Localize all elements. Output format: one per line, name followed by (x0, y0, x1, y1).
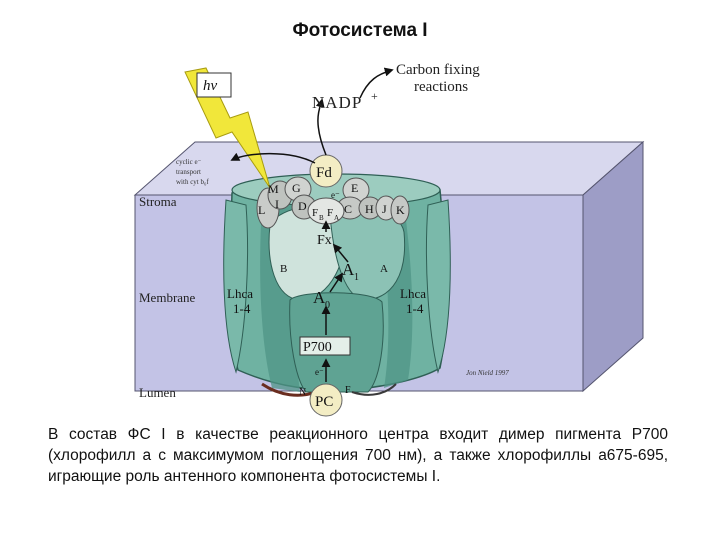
subunit-d-label: D (298, 199, 307, 213)
cyclic-label-1: cyclic e⁻ (176, 158, 202, 166)
light-label-box (196, 72, 232, 98)
plastocyanin-circle (309, 383, 343, 417)
subunit-n-label: N (299, 387, 306, 398)
nadp-superscript: + (371, 89, 378, 103)
lhca-right-label-1: Lhca (400, 286, 426, 301)
subunit-e-label: E (351, 181, 358, 195)
subunit-k-label: K (396, 203, 405, 217)
membrane-label: Membrane (139, 290, 196, 305)
electron-label-bottom: e⁻ (315, 367, 324, 377)
p700-box (299, 336, 351, 356)
carbon-fixing-label-1: Carbon fixing (396, 62, 480, 78)
page-title: Фотосистема I (292, 20, 428, 41)
photosystem-diagram: hν Carbon fixing reactions NADP + cyclic… (133, 62, 645, 417)
a1-label: A (342, 260, 355, 279)
fb-label: F (312, 207, 318, 219)
electron-label-top: e⁻ (331, 190, 340, 200)
fx-label: Fx (317, 233, 332, 248)
ps1-complex (223, 173, 451, 397)
credit-label: Jon Nield 1997 (466, 369, 509, 377)
subunit-b-label: B (280, 263, 287, 275)
light-label: hν (203, 78, 218, 94)
stroma-label: Stroma (139, 194, 177, 209)
subunit-h-label: H (365, 202, 374, 216)
fb-subscript: B (319, 214, 324, 222)
subunit-f-label: F (345, 385, 351, 396)
a0-label: A (313, 288, 326, 307)
lhca-right-label-2: 1-4 (406, 301, 424, 316)
electron-flow-arrows (230, 67, 394, 382)
fa-subscript: A (334, 214, 339, 222)
cyclic-label-3: with cyt b₆f (176, 178, 209, 186)
carbon-fixing-label-2: reactions (414, 79, 468, 95)
lhca-left-label-2: 1-4 (233, 301, 251, 316)
lumen-label: Lumen (139, 385, 176, 400)
subunit-l-label: L (258, 203, 265, 217)
subunit-g-label: G (292, 181, 301, 195)
fd-label: Fd (316, 165, 332, 181)
subunit-c-label: C (344, 202, 352, 216)
cyclic-label-2: transport (176, 168, 201, 176)
p700-label: P700 (303, 340, 332, 355)
caption-text: В состав ФС I в качестве реакционного це… (48, 426, 668, 485)
subunit-a-label: A (380, 263, 388, 275)
nadp-label: NADP (312, 93, 362, 112)
subunit-i-label: I (275, 197, 279, 211)
subunit-m-label: M (268, 182, 279, 196)
subunit-j-label: J (382, 202, 387, 216)
lhca-left-label-1: Lhca (227, 286, 253, 301)
a1-subscript: 1 (354, 272, 359, 283)
pc-label: PC (315, 394, 333, 410)
fa-label: F (327, 207, 333, 219)
a0-subscript: 0 (325, 300, 330, 311)
